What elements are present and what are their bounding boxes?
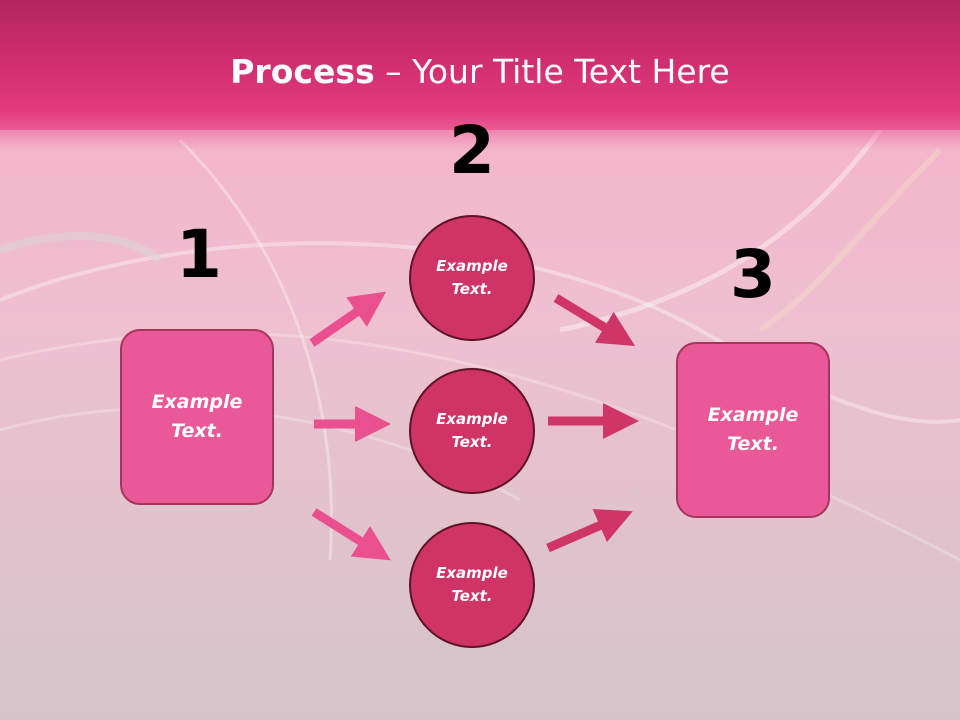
arrow-left-to-top xyxy=(309,291,387,347)
circle-middle[interactable]: Example Text. xyxy=(409,368,535,494)
arrow-left-to-bottom xyxy=(311,508,391,561)
right-box[interactable]: Example Text. xyxy=(676,342,830,518)
step-number-3: 3 xyxy=(730,236,776,313)
title-rest-part: – Your Title Text Here xyxy=(374,52,730,91)
title-bar xyxy=(0,0,960,150)
circle-top-text: Example Text. xyxy=(436,257,508,298)
step-number-2: 2 xyxy=(449,112,495,189)
arrow-top-to-right xyxy=(553,294,636,347)
title-bold-part: Process xyxy=(230,52,375,91)
slide-title: Process – Your Title Text Here xyxy=(0,52,960,91)
left-box[interactable]: Example Text. xyxy=(120,329,274,505)
right-box-text: Example Text. xyxy=(707,404,799,455)
circle-middle-text: Example Text. xyxy=(436,410,508,451)
circle-top[interactable]: Example Text. xyxy=(409,215,535,341)
circle-bottom-text: Example Text. xyxy=(436,564,508,605)
step-number-1: 1 xyxy=(176,216,222,293)
circle-bottom[interactable]: Example Text. xyxy=(409,522,535,648)
left-box-text: Example Text. xyxy=(151,391,243,442)
arrow-bottom-to-right xyxy=(546,509,633,553)
